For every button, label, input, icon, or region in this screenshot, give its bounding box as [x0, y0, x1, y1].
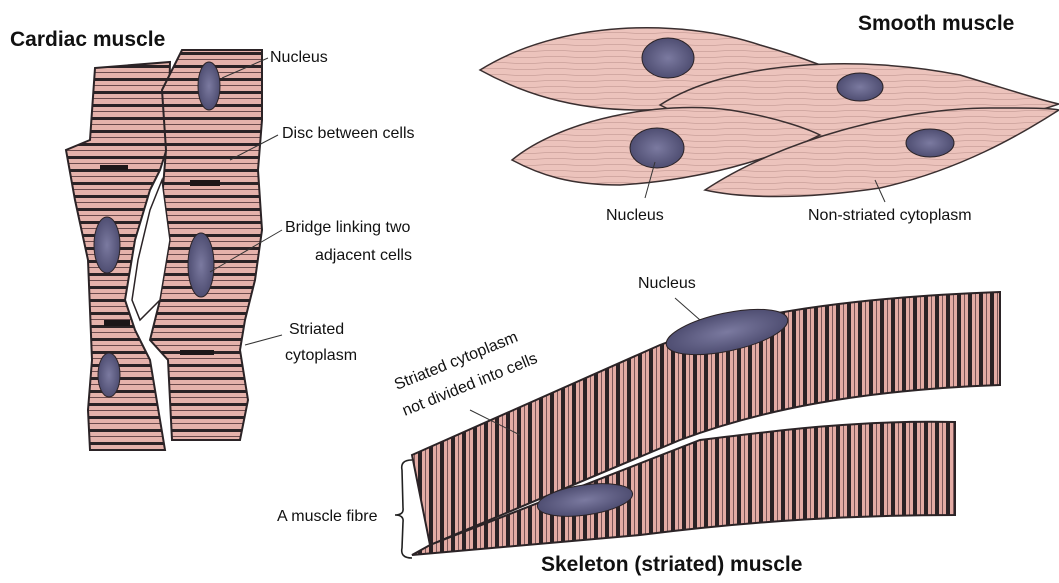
striated-label-line2: cytoplasm — [285, 346, 357, 365]
skeletal-title: Skeleton (striated) muscle — [541, 553, 802, 577]
skeletal-nucleus-label: Nucleus — [638, 274, 696, 293]
bridge-label-line1: Bridge linking two — [285, 218, 410, 237]
striated-label-line1: Striated — [289, 320, 344, 339]
intercalated-disc — [180, 350, 214, 355]
cardiac-nucleus-label: Nucleus — [270, 48, 328, 67]
fibre-brace — [395, 460, 412, 558]
smooth-nucleus — [630, 128, 684, 168]
leader-line — [675, 298, 700, 320]
disc-label: Disc between cells — [282, 124, 415, 143]
leader-line — [245, 335, 282, 345]
cardiac-nucleus — [94, 217, 120, 273]
bridge-label-line2: adjacent cells — [315, 246, 412, 265]
intercalated-disc — [104, 320, 130, 326]
smooth-nucleus — [642, 38, 694, 78]
cardiac-nucleus — [188, 233, 214, 297]
cardiac-title: Cardiac muscle — [10, 28, 165, 52]
skeletal-tissue — [412, 292, 1000, 555]
cardiac-nucleus — [198, 62, 220, 110]
smooth-nucleus-label: Nucleus — [606, 206, 664, 225]
smooth-tissue — [480, 28, 1059, 197]
intercalated-disc — [190, 180, 220, 186]
muscle-fibre-label: A muscle fibre — [277, 507, 377, 526]
intercalated-disc — [100, 165, 128, 170]
smooth-title: Smooth muscle — [858, 12, 1014, 36]
cardiac-nucleus — [98, 353, 120, 397]
smooth-nucleus — [906, 129, 954, 157]
smooth-nucleus — [837, 73, 883, 101]
cardiac-tissue — [66, 50, 262, 450]
non-striated-label: Non-striated cytoplasm — [808, 206, 972, 225]
